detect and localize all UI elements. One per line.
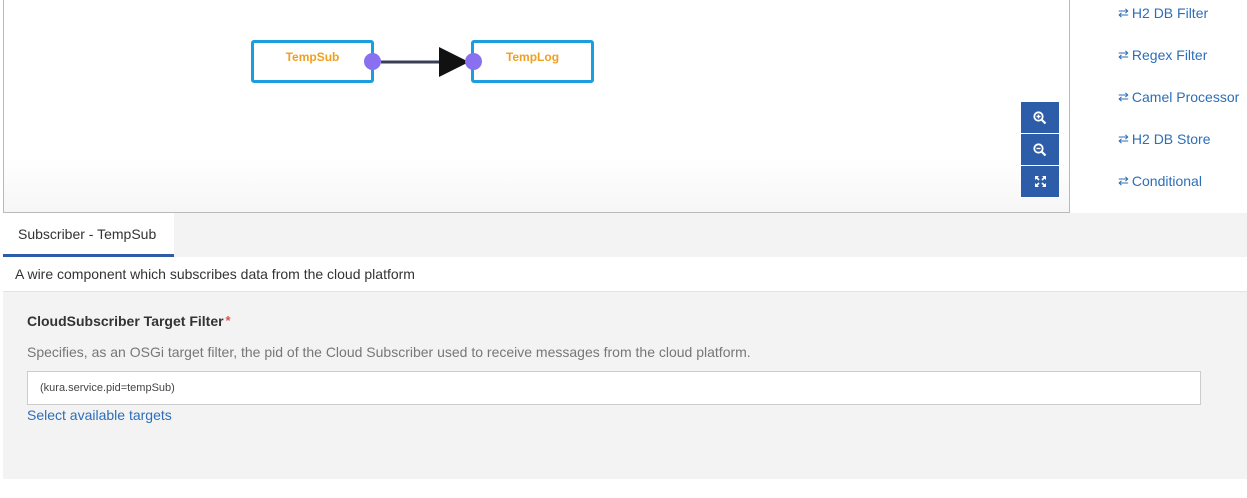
palette-item-label: Conditional: [1131, 173, 1202, 189]
exchange-arrows-icon: ⇄: [1118, 5, 1129, 20]
tab-label: Subscriber - TempSub: [18, 225, 157, 242]
output-port[interactable]: [364, 53, 381, 70]
zoom-out-button[interactable]: [1021, 134, 1059, 166]
wire-graph-canvas[interactable]: TempSub TempLog: [3, 0, 1070, 213]
zoom-out-icon: [1033, 142, 1047, 156]
palette-item-h2-db-filter[interactable]: ⇄ H2 DB Filter: [1118, 3, 1208, 23]
required-marker: *: [225, 313, 231, 328]
palette-item-label: H2 DB Store: [1131, 131, 1211, 147]
palette-item-label: H2 DB Filter: [1131, 5, 1209, 21]
expand-icon: [1034, 176, 1046, 187]
target-filter-input[interactable]: [27, 371, 1201, 405]
tab-strip: [173, 213, 1247, 256]
wire-node-tempsub[interactable]: TempSub: [251, 40, 374, 83]
field-label-text: CloudSubscriber Target Filter: [27, 313, 224, 329]
wire-connection[interactable]: [4, 0, 1071, 213]
description-row: A wire component which subscribes data f…: [3, 257, 1247, 292]
exchange-arrows-icon: ⇄: [1118, 89, 1129, 104]
exchange-arrows-icon: ⇄: [1118, 173, 1129, 188]
palette-item-camel-processor[interactable]: ⇄ Camel Processor: [1118, 87, 1239, 107]
palette-item-regex-filter[interactable]: ⇄ Regex Filter: [1118, 45, 1207, 65]
node-label: TempSub: [285, 50, 340, 64]
field-help-text: Specifies, as an OSGi target filter, the…: [27, 344, 751, 360]
wire-node-templog[interactable]: TempLog: [471, 40, 594, 83]
palette-item-label: Camel Processor: [1131, 89, 1240, 105]
palette-item-conditional[interactable]: ⇄ Conditional: [1118, 171, 1202, 191]
zoom-controls: [1021, 102, 1059, 198]
exchange-arrows-icon: ⇄: [1118, 131, 1129, 146]
palette-item-h2-db-store[interactable]: ⇄ H2 DB Store: [1118, 129, 1211, 149]
component-description: A wire component which subscribes data f…: [15, 266, 415, 282]
select-available-targets-link[interactable]: Select available targets: [27, 407, 172, 423]
component-config-panel: Subscriber - TempSub A wire component wh…: [3, 213, 1247, 479]
input-port[interactable]: [465, 53, 482, 70]
node-label: TempLog: [505, 50, 560, 64]
exchange-arrows-icon: ⇄: [1118, 47, 1129, 62]
field-label: CloudSubscriber Target Filter*: [27, 313, 231, 329]
zoom-in-button[interactable]: [1021, 102, 1059, 134]
fit-to-screen-button[interactable]: [1021, 166, 1059, 198]
tab-subscriber-tempsub[interactable]: Subscriber - TempSub: [3, 213, 174, 257]
zoom-in-icon: [1033, 110, 1047, 124]
palette-item-label: Regex Filter: [1131, 47, 1208, 63]
